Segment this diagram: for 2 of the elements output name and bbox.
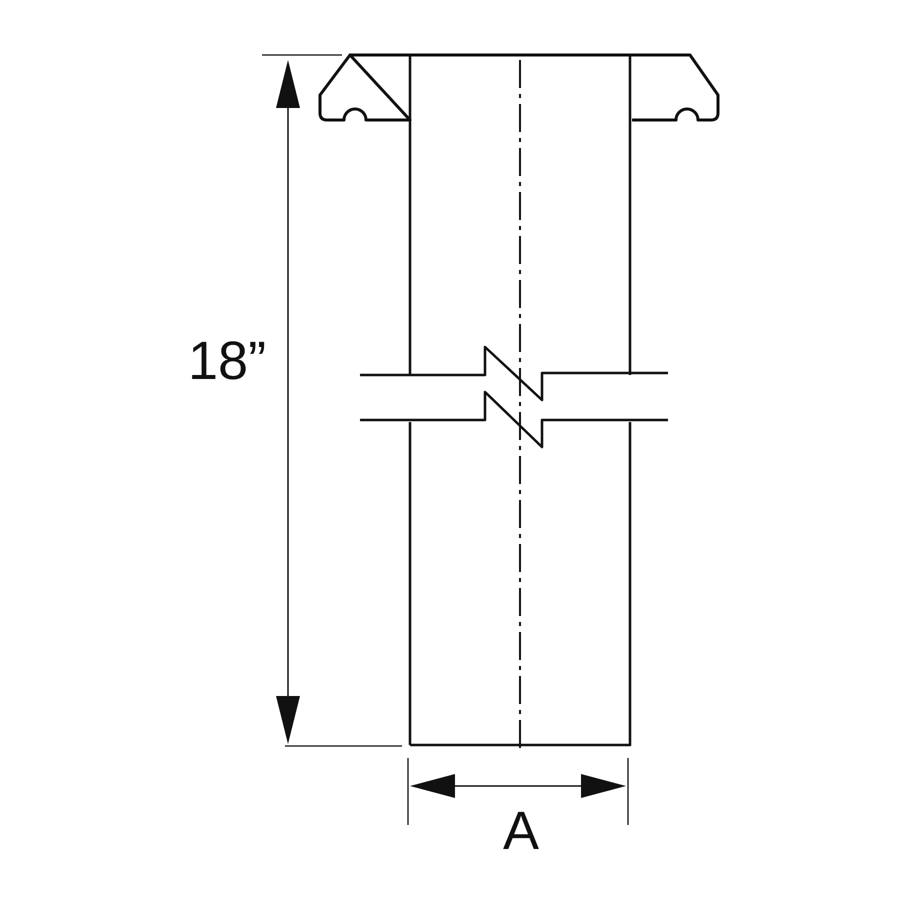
dimension-label: A: [503, 804, 540, 858]
dimension-label: 18”: [188, 334, 266, 388]
